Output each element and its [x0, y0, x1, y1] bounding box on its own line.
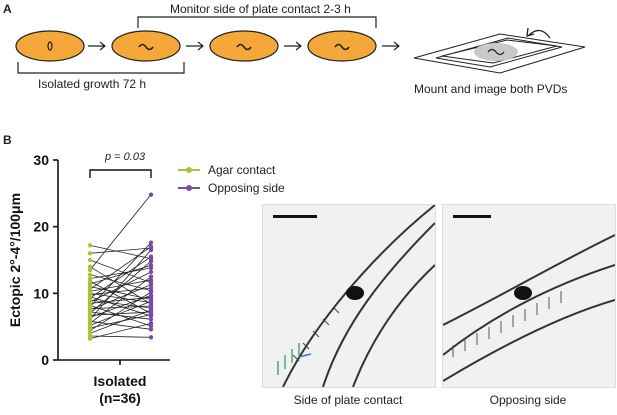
opposing-side-point — [148, 311, 154, 316]
monitor-bracket — [137, 16, 377, 28]
pair-line — [89, 296, 152, 317]
pair-line — [89, 296, 152, 304]
mounted-slide-diagram — [413, 27, 586, 74]
pair-line — [89, 247, 152, 254]
mount-label: Mount and image both PVDs — [414, 82, 568, 96]
pair-line — [89, 304, 152, 327]
pair-line — [89, 264, 152, 285]
growth-label: Isolated growth 72 h — [38, 77, 147, 91]
opposing-side-point — [148, 323, 154, 329]
y-axis-label: Ectopic 2°-4°/100μm — [7, 193, 23, 327]
plate-2 — [111, 30, 181, 62]
arrow-4 — [382, 41, 400, 51]
opposing-side-point — [148, 192, 154, 197]
opposing-side-point — [148, 245, 154, 251]
agar-contact-point — [87, 267, 93, 273]
opposing-side-point — [148, 265, 154, 271]
opposing-side-point — [148, 280, 154, 285]
caption-opposing-side: Opposing side — [489, 393, 567, 407]
x-category-label: Isolated — [94, 373, 147, 389]
pair-line — [89, 266, 152, 305]
agar-contact-point — [87, 272, 93, 277]
pair-line — [89, 292, 152, 304]
legend-item: Agar contact — [178, 163, 275, 177]
panel-a-schematic — [15, 16, 586, 74]
pair-line — [89, 249, 152, 320]
worm-icon — [334, 43, 350, 51]
agar-contact-point — [87, 257, 93, 263]
y-tick-label: 10 — [33, 285, 49, 301]
pair-line — [89, 287, 152, 296]
arrow-2 — [186, 41, 204, 51]
arrow-1 — [88, 41, 106, 51]
y-tick-label: 30 — [33, 152, 49, 168]
pair-line — [89, 256, 152, 299]
opposing-side-point — [148, 301, 154, 307]
significance-bracket — [89, 169, 152, 178]
legend-label: Opposing side — [208, 181, 285, 195]
plate-3 — [209, 30, 279, 62]
opposing-side-point — [148, 335, 154, 340]
legend-label: Agar contact — [208, 163, 276, 177]
pair-line — [89, 246, 152, 290]
micrograph-opposing-side-image — [443, 215, 615, 382]
rotate-arrow-icon — [527, 29, 551, 39]
pair-line — [89, 244, 152, 260]
agar-contact-point — [87, 251, 93, 256]
growth-bracket — [17, 62, 185, 74]
plate-1 — [15, 30, 85, 62]
pair-line — [89, 320, 152, 330]
agar-contact-point — [87, 264, 93, 269]
opposing-side-point — [148, 305, 154, 311]
panel-a-letter: A — [3, 2, 12, 16]
y-tick-label: 20 — [33, 219, 49, 235]
micrograph-opposing-side — [442, 204, 616, 388]
pair-line — [89, 274, 152, 292]
opposing-side-point — [148, 327, 154, 332]
pair-line — [89, 335, 152, 338]
legend-swatch — [178, 167, 200, 173]
micrograph-plate-contact — [262, 204, 436, 388]
opposing-side-point — [148, 317, 154, 322]
opposing-side-point — [148, 269, 154, 275]
y-tick-label: 0 — [41, 352, 49, 368]
opposing-side-point — [148, 274, 154, 279]
opposing-side-point — [148, 297, 154, 302]
egg-icon — [47, 41, 53, 51]
pair-line — [89, 259, 152, 284]
monitor-label: Monitor side of plate contact 2-3 h — [170, 2, 351, 16]
pair-line — [89, 194, 152, 271]
pair-line — [89, 314, 152, 329]
pair-line — [89, 271, 152, 303]
legend-swatch — [178, 185, 200, 191]
micrograph-plate-contact-image — [273, 205, 435, 387]
legend-item: Opposing side — [178, 181, 285, 195]
agar-contact-point — [87, 276, 93, 281]
pair-line — [89, 286, 152, 300]
pvalue-label: p = 0.03 — [105, 151, 146, 163]
caption-plate-contact: Side of plate contact — [293, 393, 403, 407]
pair-line — [89, 280, 152, 314]
opposing-side-point — [148, 288, 154, 293]
plate-ellipse — [15, 30, 85, 62]
arrow-3 — [284, 41, 302, 51]
pair-line — [89, 267, 152, 280]
n-label: (n=36) — [99, 390, 141, 406]
pair-line — [89, 299, 152, 309]
worm-icon — [236, 43, 252, 51]
plate-4 — [307, 30, 377, 62]
opposing-side-point — [148, 240, 154, 245]
panel-b-letter: B — [3, 133, 12, 147]
worm-icon — [138, 43, 154, 51]
agar-contact-point — [87, 243, 93, 248]
opposing-side-point — [148, 256, 154, 261]
